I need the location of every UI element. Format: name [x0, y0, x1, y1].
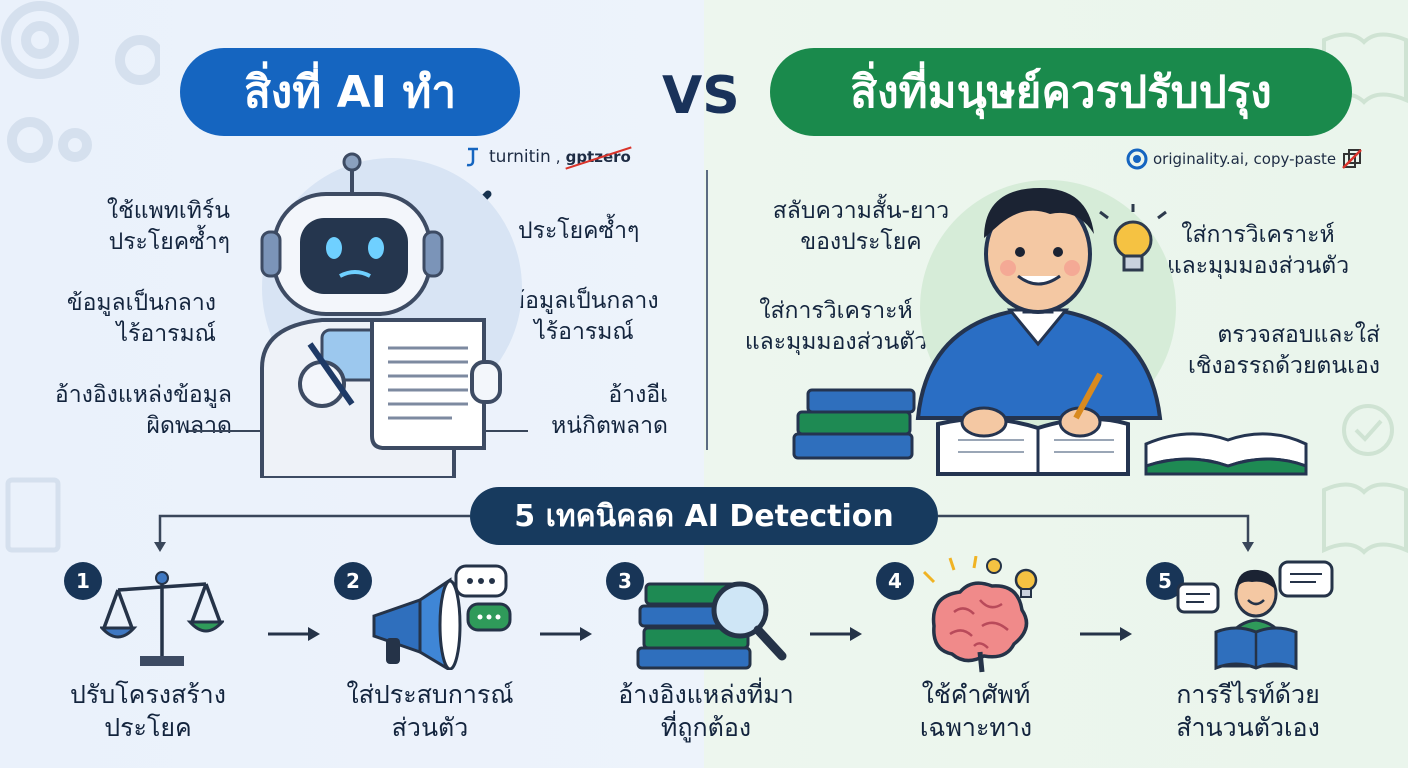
arrow-right-icon — [268, 627, 320, 641]
student-illustration — [792, 180, 1308, 476]
gear-decor-icon — [1, 1, 160, 163]
human-side-title: สิ่งที่มนุษย์ควรปรับปรุง — [770, 48, 1352, 136]
ai-right-item-2: ข้อมูลเป็นกลาง ไร้อารมณ์ — [509, 288, 659, 345]
arrow-right-icon — [540, 627, 592, 641]
book-decor-icon — [5, 477, 61, 553]
ai-right-underline — [470, 430, 528, 432]
books-magnifier-icon — [636, 581, 787, 670]
right-tools: originality.ai, copy-paste — [1126, 148, 1363, 170]
vs-label: VS — [662, 66, 740, 126]
gptzero-label: gptzero — [565, 148, 631, 166]
step-2-label: ใส่ประสบการณ์ ส่วนตัว — [346, 680, 514, 742]
originality-logo-icon — [1126, 148, 1148, 170]
step-1-badge: 1 — [64, 562, 102, 600]
originality-label: originality.ai, copy-paste — [1153, 150, 1337, 168]
left-tools: turnitin, gptzero — [462, 146, 631, 168]
step-4-badge: 4 — [876, 562, 914, 600]
ai-right-item-1: ประโยคซ้ำๆ — [518, 218, 640, 244]
step-3-label: อ้างอิงแหล่งที่มา ที่ถูกต้อง — [618, 680, 794, 742]
center-divider — [706, 170, 708, 450]
arrow-right-icon — [1080, 627, 1132, 641]
human-left-item-2: ใส่การวิเคราะห์ และมุมมองส่วนตัว — [744, 298, 928, 355]
step-1-label: ปรับโครงสร้าง ประโยค — [70, 680, 226, 742]
ai-left-item-2: ข้อมูลเป็นกลาง ไร้อารมณ์ — [66, 290, 216, 347]
reader-icon — [1176, 560, 1334, 670]
ai-left-item-3: อ้างอิงแหล่งข้อมูล ผิดพลาด — [54, 382, 232, 439]
ai-left-item-1: ใช้แพทเทิร์น ประโยคซ้ำๆ — [106, 198, 230, 255]
brain-icon — [922, 556, 1038, 673]
step-4-label: ใช้คำศัพท์ เฉพาะทาง — [919, 680, 1033, 742]
human-right-item-1: ใส่การวิเคราะห์ และมุมมองส่วนตัว — [1166, 222, 1350, 279]
tools-separator: , — [555, 148, 561, 166]
techniques-banner: 5 เทคนิคลด AI Detection — [470, 487, 938, 545]
scale-icon — [100, 571, 224, 666]
book-decor-icon — [1322, 404, 1408, 555]
step-3-badge: 3 — [606, 562, 644, 600]
turnitin-label: turnitin — [489, 147, 551, 167]
megaphone-icon — [372, 564, 512, 670]
arrow-right-icon — [810, 627, 862, 641]
lightbulb-icon — [1099, 204, 1167, 272]
human-right-item-2: ตรวจสอบและใส่ เชิงอรรถด้วยตนเอง — [1187, 322, 1380, 379]
robot-illustration — [260, 152, 522, 478]
step-5-label: การรีไรท์ด้วย สำนวนตัวเอง — [1176, 680, 1320, 742]
ai-side-title: สิ่งที่ AI ทำ — [180, 48, 520, 136]
ai-right-item-3: อ้างอีเ หน่กิตพลาด — [551, 382, 668, 439]
banner-connector — [154, 514, 1254, 552]
human-left-item-1: สลับความสั้น-ยาว ของประโยค — [772, 198, 950, 255]
turnitin-logo-icon — [466, 147, 478, 167]
copy-crossed-icon — [1342, 149, 1363, 169]
step-2-badge: 2 — [334, 562, 372, 600]
